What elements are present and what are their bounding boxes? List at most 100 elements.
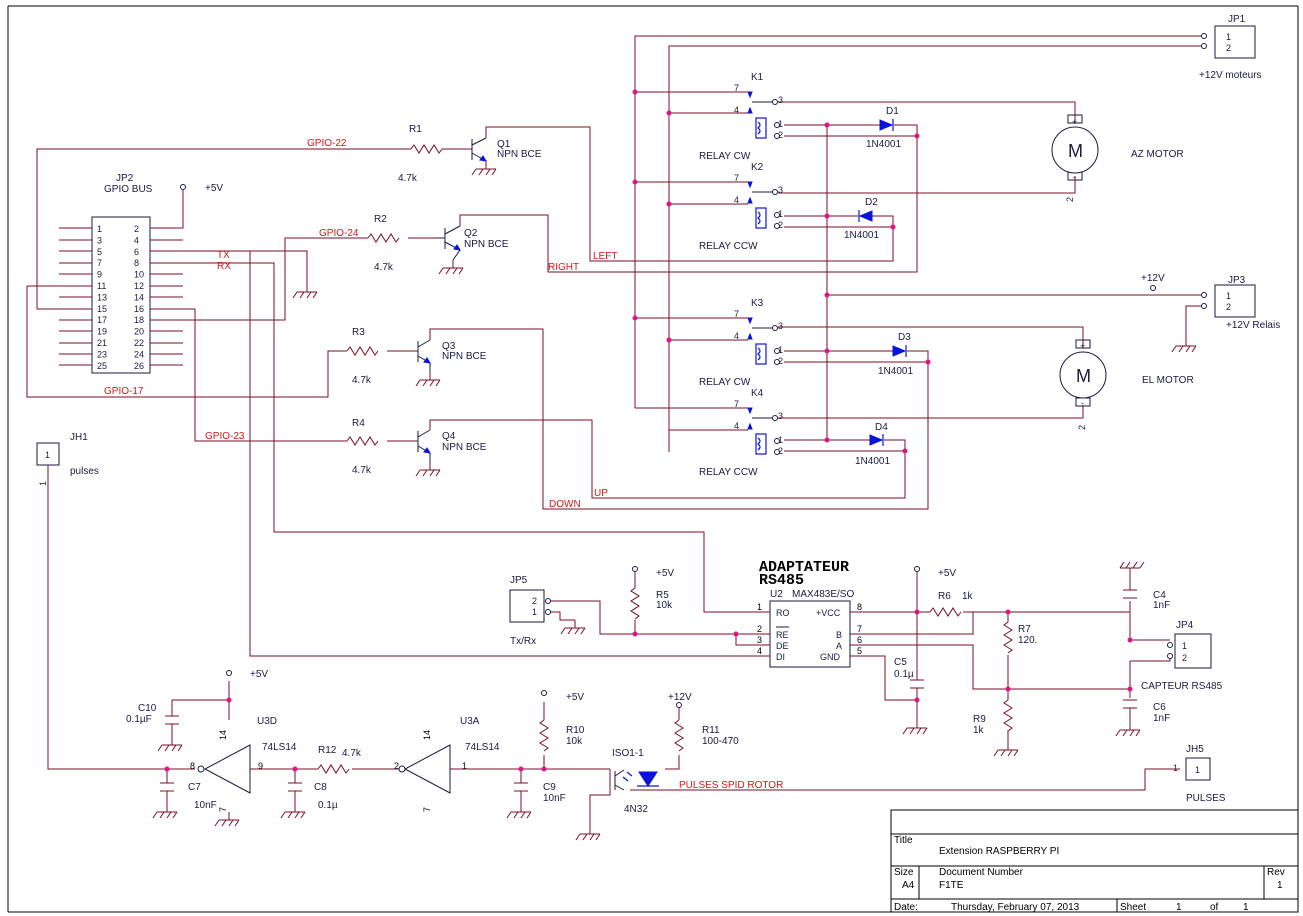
relay-contact [747,181,753,189]
svg-text:1k: 1k [962,591,974,602]
ground-symbol [1171,337,1197,353]
relay-coil-winding [757,437,761,451]
date-label: Date: [894,902,918,913]
wires [26,35,1203,826]
u2-pin-name: DE [776,641,789,651]
svg-text:R1: R1 [409,124,422,135]
relay-coil [755,117,767,139]
jp1-ref: JP1 [1228,14,1246,25]
u2-pin-num: 4 [757,646,762,656]
relay-pin: 1 [778,345,783,355]
svg-text:1N4001: 1N4001 [855,456,890,467]
relay-coil-winding [757,211,761,225]
relay-pin: 7 [734,173,739,183]
relay-contact [747,91,753,99]
jp2-pin-label: 4 [134,235,139,245]
resistor-r5: +5V R5 10k [630,566,674,620]
u2-subtitle: RS485 [759,572,804,589]
relay-pin: 7 [734,83,739,93]
relay-pin: 7 [734,309,739,319]
relay-ref: K1 [751,72,764,83]
u2-title: ADAPTATEUR [759,559,849,576]
sheet-label: Sheet [1120,902,1146,913]
svg-text:0.1µ: 0.1µ [894,669,914,680]
svg-text:U3D: U3D [257,716,277,727]
svg-text:2: 2 [394,761,399,771]
jp2-pin-label: 11 [97,281,106,291]
diode-d3: D3 1N4001 [878,332,913,377]
svg-text:10k: 10k [656,600,673,611]
svg-text:7: 7 [422,807,432,812]
net-labels: GPIO-22 GPIO-24 GPIO-17 GPIO-23 TX RX RI… [104,138,783,791]
svg-text:R12: R12 [318,745,337,756]
relay-label: RELAY CCW [699,241,758,252]
title-block: Title Extension RASPBERRY PI Size A4 Doc… [890,809,1299,913]
svg-text:1k: 1k [973,725,985,736]
diode-d1: D1 1N4001 [866,106,901,150]
net-right: RIGHT [548,262,579,273]
resistor-r4: R4 4.7k [346,418,379,476]
rev-value: 1 [1277,880,1283,891]
relay-pin: 1 [778,435,783,445]
relay-pin: 4 [734,195,739,205]
jp2-pin-label: 1 [97,224,102,234]
u2-pin-num: 1 [757,602,762,612]
relay-ref: K3 [751,298,764,309]
svg-text:1: 1 [1173,763,1178,773]
u2-pin-num: 8 [857,602,862,612]
relay-terminal [774,348,780,354]
relay-terminal [774,449,780,455]
size-label: Size [894,867,914,878]
svg-text:+5V: +5V [250,669,268,680]
svg-text:4.7k: 4.7k [352,465,372,476]
resistor-r2: R2 4.7k [367,214,400,273]
u2-pin-num: 3 [757,635,762,645]
relay-pin: 2 [778,130,783,140]
svg-text:+: + [1072,117,1077,127]
relay-contact [747,332,753,340]
net-rx: RX [217,261,231,272]
jp2-pin-label: 13 [97,292,107,302]
jp2-pin-label: 2 [134,224,139,234]
svg-text:D3: D3 [898,332,911,343]
svg-text:C9: C9 [543,782,556,793]
u2-pin-num: 2 [757,624,762,634]
net-left: LEFT [593,251,617,262]
svg-text:4.7k: 4.7k [374,262,394,273]
svg-text:4.7k: 4.7k [398,173,418,184]
svg-text:R7: R7 [1018,624,1031,635]
svg-text:+12V: +12V [668,692,692,703]
relay-coil [755,343,767,365]
motor-az: M + - AZ MOTOR 2 [1051,114,1184,202]
relay-coil-winding [757,121,761,135]
relay-contact [747,407,753,415]
jp2-pin-label: 14 [134,292,144,302]
net-tx: TX [217,250,230,261]
u2-pin-num: 5 [857,646,862,656]
sheets-value: 1 [1243,902,1249,913]
jp2-title: GPIO BUS [104,184,153,195]
svg-text:4.7k: 4.7k [342,748,362,759]
relay-contact [747,106,753,114]
resistor-r9: R9 1k [973,699,1019,757]
jp2-pin-label: 6 [134,247,139,257]
net-gpio22: GPIO-22 [307,138,347,149]
resistor-r6: +5V R6 1k [914,566,974,617]
relay-pin: 4 [734,105,739,115]
jp2-pin-label: 10 [134,270,144,280]
u2-pin-num: 6 [857,635,862,645]
svg-text:Q1: Q1 [497,139,511,150]
net-gpio17: GPIO-17 [104,386,144,397]
jp2-pin-label: 15 [97,304,107,314]
svg-text:R5: R5 [656,590,669,601]
svg-text:NPN BCE: NPN BCE [442,351,487,362]
svg-text:+5V: +5V [938,568,956,579]
resistor-r7: R7 120. [1003,621,1037,654]
svg-text:NPN BCE: NPN BCE [464,239,509,250]
resistor-r12: R12 4.7k [317,745,362,774]
jp2-pin-label: 20 [134,327,144,337]
